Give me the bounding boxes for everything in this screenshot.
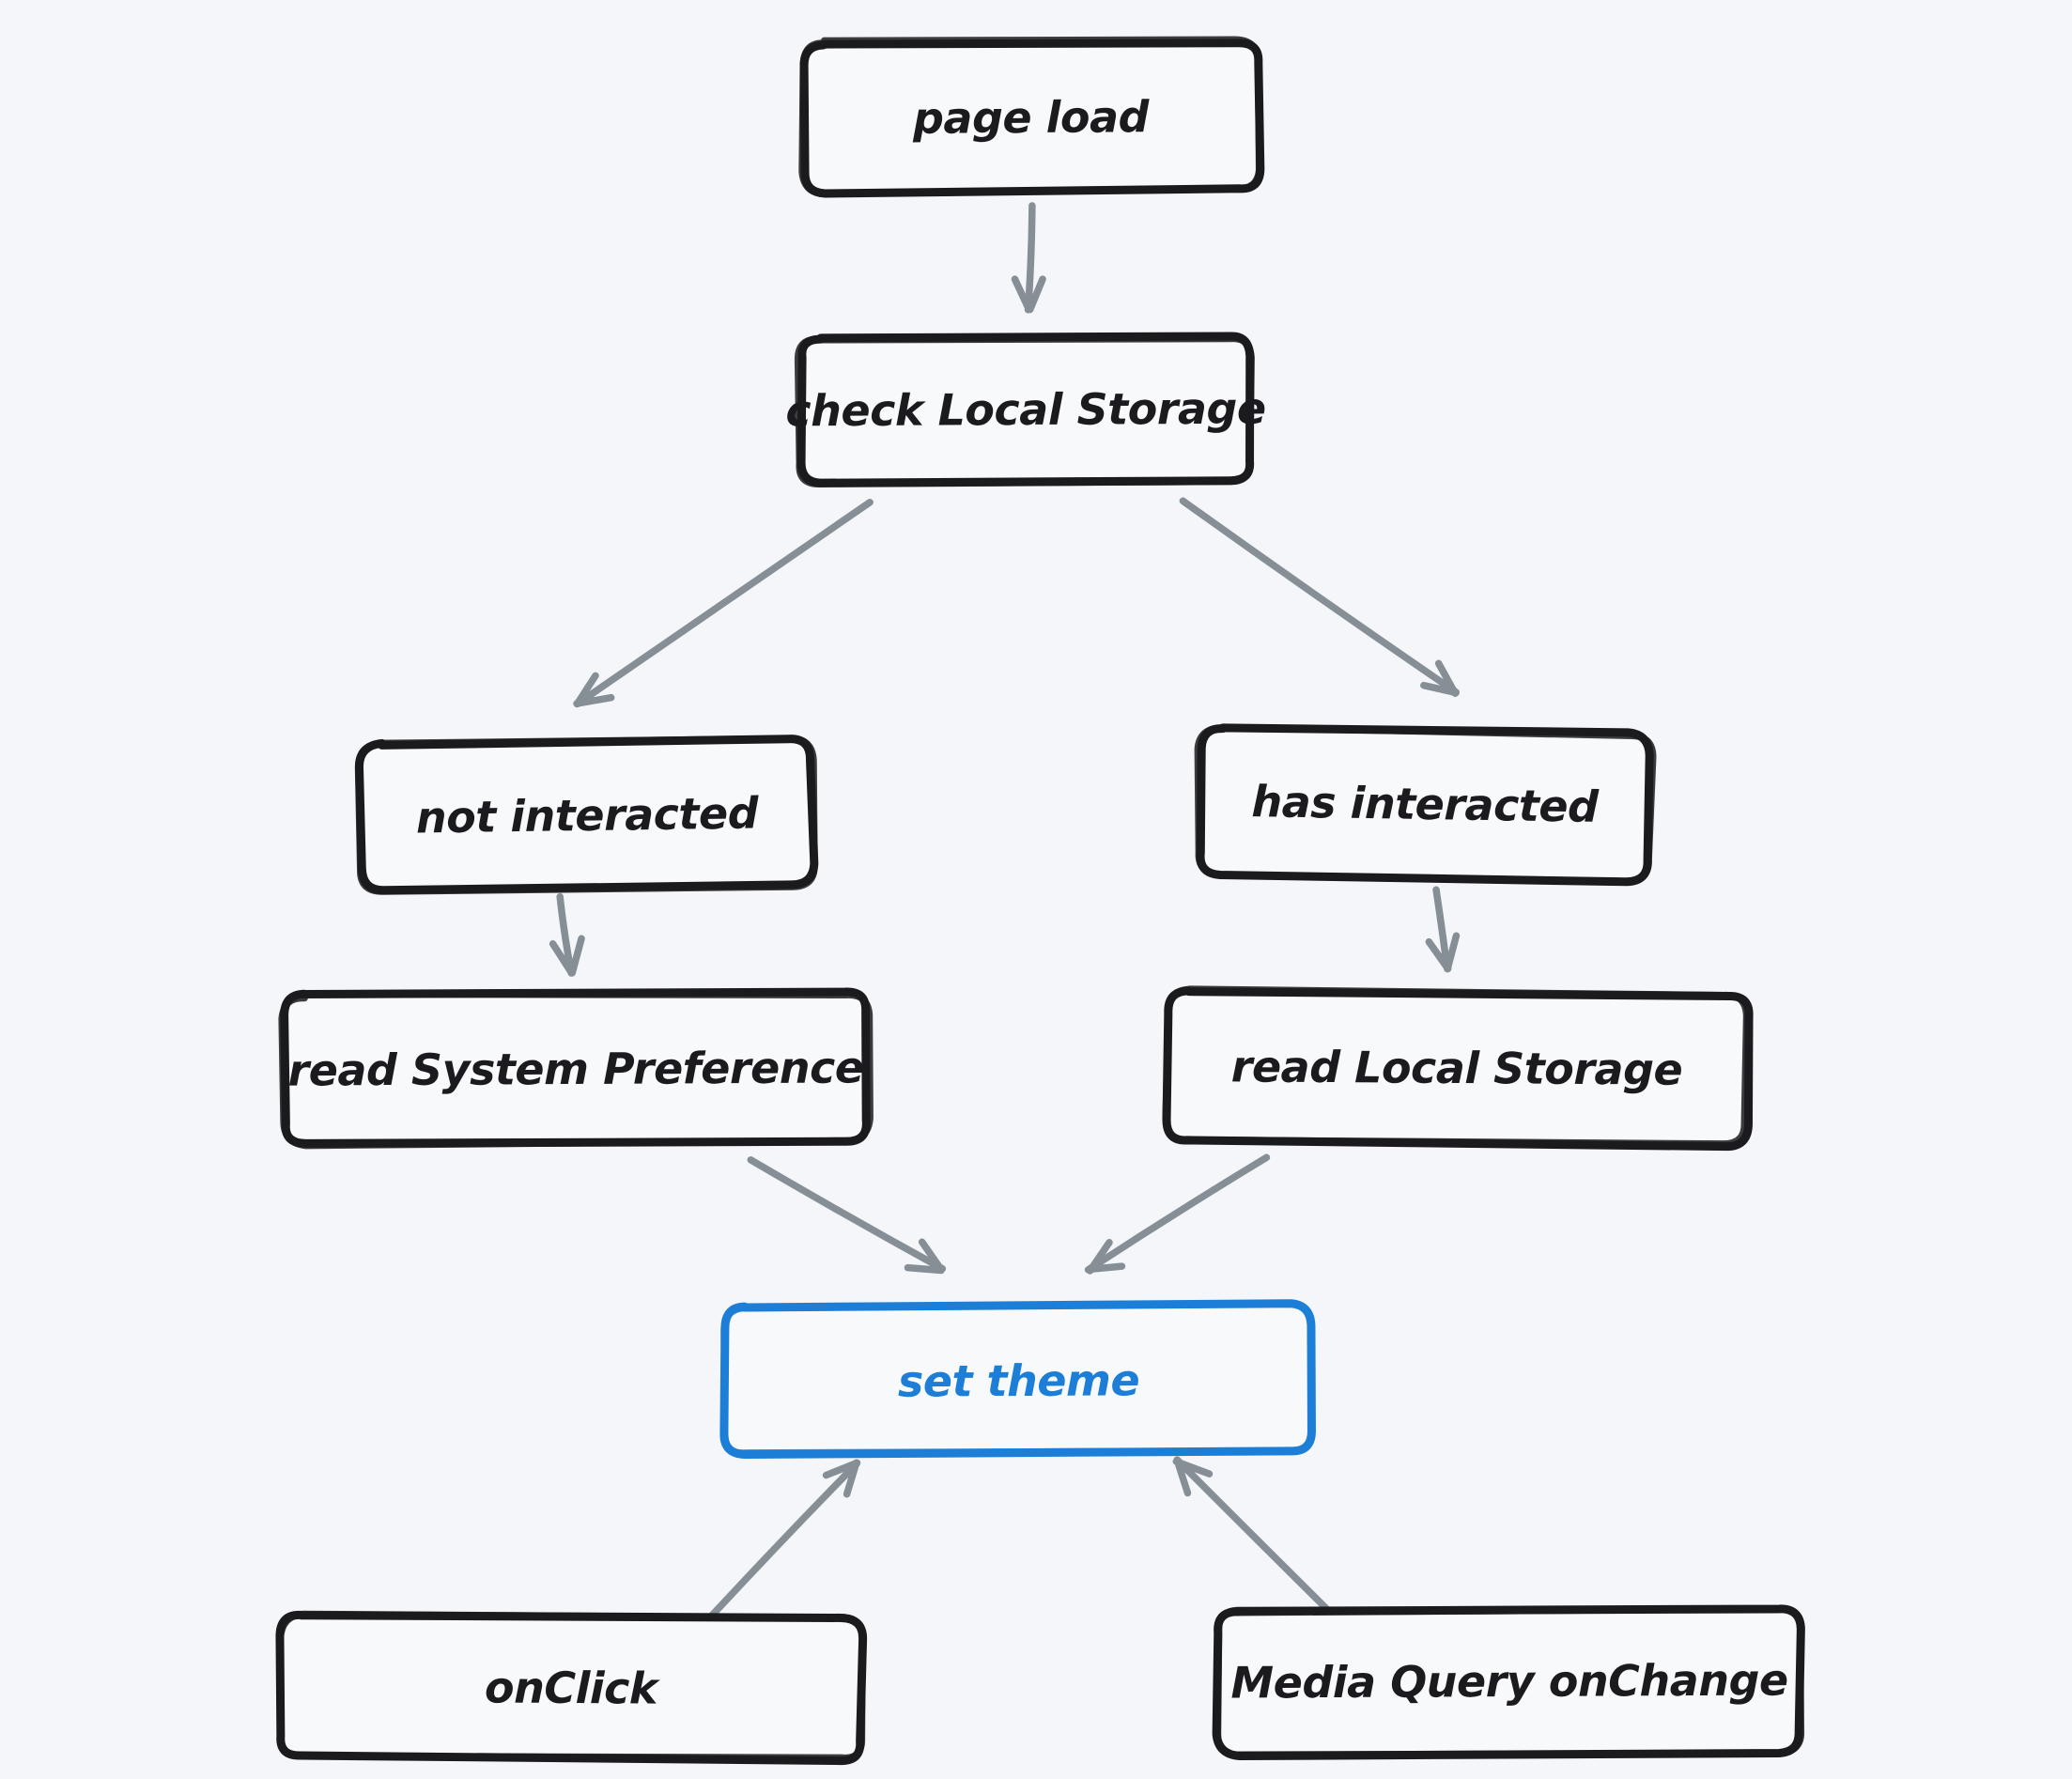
- node-label-media-query-on-change: Media Query onChange: [1230, 1653, 1788, 1709]
- node-label-read-system-preference: read System Preference: [287, 1042, 864, 1096]
- node-label-page-load: page load: [912, 91, 1150, 144]
- edge-line: [574, 499, 874, 708]
- edge-line: [703, 1460, 860, 1626]
- arrowhead-icon: [1444, 932, 1461, 973]
- arrowhead-icon: [843, 1459, 860, 1498]
- arrowhead-icon: [1026, 275, 1046, 314]
- edge-check-local-storage-to-not-interacted: [573, 499, 874, 708]
- edge-line: [747, 1156, 947, 1273]
- arrowhead-icon: [573, 693, 615, 707]
- edge-line: [556, 892, 575, 977]
- arrowhead-icon: [1172, 1458, 1214, 1477]
- node-label-has-interacted: has interacted: [1251, 775, 1599, 832]
- edge-not-interacted-to-read-system-preference: [549, 892, 585, 977]
- node-label-on-click: onClick: [484, 1662, 658, 1714]
- arrowhead-icon: [1173, 1456, 1192, 1497]
- edge-on-click-to-set-theme: [703, 1459, 861, 1626]
- edge-line: [1173, 1456, 1351, 1632]
- arrowhead-icon: [1425, 937, 1452, 973]
- arrowhead-icon: [549, 940, 576, 977]
- edge-line: [1179, 497, 1460, 696]
- arrowhead-icon: [1434, 659, 1460, 697]
- arrowhead-icon: [1086, 1262, 1126, 1274]
- arrowhead-icon: [573, 672, 599, 708]
- edge-line: [1432, 886, 1451, 972]
- node-label-read-local-storage: read Local Storage: [1230, 1041, 1683, 1095]
- arrowhead-icon: [822, 1459, 861, 1479]
- edge-check-local-storage-to-has-interacted: [1179, 497, 1460, 697]
- node-label-check-local-storage: check Local Storage: [785, 382, 1266, 436]
- edge-line: [1024, 202, 1036, 314]
- arrowhead-icon: [918, 1238, 945, 1274]
- arrowhead-icon: [904, 1263, 945, 1275]
- edge-media-query-on-change-to-set-theme: [1172, 1456, 1351, 1632]
- node-label-set-theme: set theme: [897, 1354, 1140, 1407]
- arrowhead-icon: [568, 935, 585, 977]
- edge-page-load-to-check-local-storage: [1011, 202, 1046, 314]
- arrowhead-icon: [1086, 1239, 1113, 1275]
- edge-line: [1084, 1153, 1271, 1274]
- arrowhead-icon: [1420, 681, 1460, 697]
- node-label-not-interacted: not interacted: [415, 786, 759, 843]
- edge-read-system-preference-to-set-theme: [747, 1156, 947, 1275]
- edge-has-interacted-to-read-local-storage: [1425, 886, 1461, 973]
- arrowhead-icon: [1011, 275, 1033, 313]
- edge-read-local-storage-to-set-theme: [1084, 1153, 1271, 1275]
